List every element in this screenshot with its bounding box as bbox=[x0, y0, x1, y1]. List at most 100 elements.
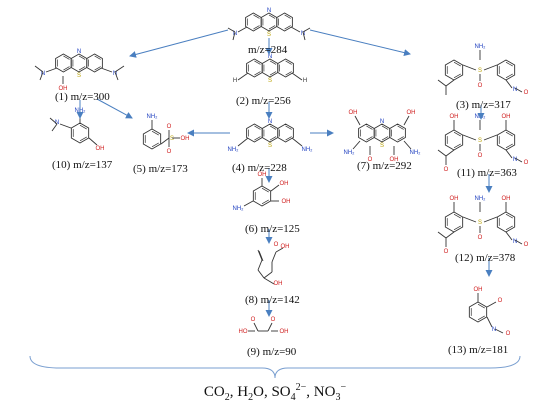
separator-3: , bbox=[306, 384, 314, 400]
structure-compound-13-substituent-bond-1 bbox=[486, 301, 497, 308]
structure-compound-1-nitrogen-atom: N bbox=[77, 49, 81, 55]
structure-compound-7-ring-left-double-bond bbox=[366, 125, 373, 130]
structure-compound-1-substituent-bond-4 bbox=[114, 65, 125, 73]
structure-compound-12-sulfoxide-oxygen: O bbox=[478, 235, 483, 241]
structure-compound-8-chain-bond-1 bbox=[257, 259, 263, 271]
structure-compound-12-ring-left-double-bond bbox=[453, 213, 461, 219]
structure-compound-5-substituent-atom-2: OH bbox=[181, 136, 190, 142]
structure-compound-3-ring-right-double-bond bbox=[505, 73, 513, 79]
structure-compound-13-ring-double-bond bbox=[477, 315, 485, 321]
structure-compound-3-substituent-bond-1 bbox=[437, 79, 447, 87]
structure-compound-1-ring-right bbox=[86, 53, 103, 73]
structure-compound-3-ring-left-double-bond bbox=[453, 61, 461, 67]
structure-compound-2-ring-left bbox=[246, 58, 263, 78]
structure-methylene-blue-substituent-bond-0 bbox=[237, 26, 248, 33]
structure-compound-5-substituent-atom-3: O bbox=[167, 149, 172, 155]
structure-methylene-blue-ring-left-double-bond bbox=[253, 25, 260, 30]
structure-compound-7-ring-right-double-bond bbox=[397, 125, 404, 130]
structure-compound-3-substituent-atom-5: O bbox=[524, 90, 529, 96]
structure-compound-9-hydroxyl-left: HO bbox=[239, 329, 248, 335]
no3-subscript: 3 bbox=[335, 392, 341, 403]
structure-compound-8-chain-bond-2 bbox=[257, 269, 265, 279]
structure-compound-8-carboxyl-bond bbox=[275, 247, 284, 253]
structure-compound-12-substituent-atom-6: N bbox=[513, 239, 517, 245]
structure-compound-11-substituent-atom-5: NH₂ bbox=[475, 114, 487, 120]
label-compound-1: (1) m/z=300 bbox=[55, 91, 110, 103]
structure-compound-1-ring-middle bbox=[70, 53, 88, 73]
structure-compound-11-substituent-atom-3: OH bbox=[450, 114, 459, 120]
structure-compound-12-substituent-bond-7 bbox=[514, 239, 523, 245]
structure-compound-3-substituent-bond-5 bbox=[514, 87, 523, 93]
structure-methylene-blue-substituent-bond-5 bbox=[302, 31, 306, 41]
structure-compound-10-ring-double-bond bbox=[79, 124, 87, 130]
structure-compound-12-ring-right bbox=[496, 211, 516, 233]
structure-methylene-blue-ring-right bbox=[276, 12, 293, 32]
structure-compound-5-ring-double-bond bbox=[151, 130, 159, 136]
structure-compound-3-bridge-right bbox=[483, 64, 498, 71]
structure-methylene-blue-sulfur-atom: S bbox=[267, 32, 271, 38]
structure-compound-4-sulfur-atom: S bbox=[268, 143, 272, 149]
structure-compound-11-sulfoxide-oxygen: O bbox=[478, 153, 483, 159]
structure-compound-10-substituent-bond-0 bbox=[59, 123, 72, 129]
so4-charge: 2− bbox=[295, 382, 307, 393]
structure-compound-7-substituent-atom-1: OH bbox=[407, 110, 416, 116]
structure-compound-4-ring-right-double-bond bbox=[285, 125, 292, 130]
structure-compound-12-substituent-bond-0 bbox=[445, 231, 455, 239]
structure-compound-6-substituent-atom-2: OH bbox=[282, 199, 291, 205]
structure-compound-11-substituent-bond-6 bbox=[505, 149, 513, 159]
structure-compound-11-ring-right-double-bond bbox=[505, 143, 513, 149]
structure-compound-7-ring-middle-double-bond bbox=[381, 136, 389, 141]
so4-text: SO bbox=[271, 384, 291, 400]
label-compound-7: (7) m/z=292 bbox=[357, 160, 412, 172]
structure-compound-7-substituent-bond-3 bbox=[403, 140, 412, 150]
structure-compound-12-ring-left bbox=[444, 211, 464, 233]
structure-compound-5-substituent-bond-1 bbox=[160, 137, 170, 145]
structure-compound-11-ring-left bbox=[444, 129, 464, 151]
structure-methylene-blue-substituent-bond-1 bbox=[290, 26, 301, 33]
structure-compound-1-ring-right-double-bond bbox=[94, 66, 101, 71]
structure-compound-6-substituent-atom-0: NH₂ bbox=[233, 206, 245, 212]
structure-methylene-blue-ring-middle bbox=[260, 12, 278, 32]
structure-compound-4-ring-right-double-bond bbox=[285, 136, 292, 141]
structure-compound-6-ring bbox=[252, 185, 272, 207]
structure-compound-4-ring-left-double-bond bbox=[254, 125, 261, 130]
structure-methylene-blue-ring-left-double-bond bbox=[253, 14, 260, 19]
structure-compound-8-chain-bond-5 bbox=[271, 251, 277, 263]
structure-compound-12-substituent-atom-5: NH₂ bbox=[475, 196, 487, 202]
structure-compound-1-ring-middle-double-bond bbox=[78, 66, 86, 71]
structure-compound-9-oxygen-right: O bbox=[271, 317, 276, 323]
structure-methylene-blue-substituent-bond-4 bbox=[302, 27, 311, 33]
arrow-mb-to-1 bbox=[129, 29, 229, 58]
structure-compound-13-ring bbox=[468, 301, 488, 323]
structure-compound-3-sulfoxide-oxygen: O bbox=[478, 83, 483, 89]
h2o-subscript: 2 bbox=[248, 392, 254, 403]
structure-compound-4-substituent-atom-0: NH₂ bbox=[228, 147, 240, 153]
structure-compound-2-sulfur-atom: S bbox=[268, 78, 272, 84]
structure-compound-12-substituent-bond-6 bbox=[505, 231, 513, 241]
structure-compound-12-ring-left-double-bond bbox=[453, 225, 461, 231]
structure-compound-10-substituent-bond-2 bbox=[51, 123, 58, 132]
label-compound-13: (13) m/z=181 bbox=[448, 344, 509, 356]
structure-compound-1-ring-left-double-bond bbox=[63, 66, 70, 71]
h2o-h-text: H bbox=[237, 384, 249, 400]
structure-compound-12-substituent-atom-4: OH bbox=[502, 196, 511, 202]
structure-compound-7-substituent-atom-4: O bbox=[368, 157, 373, 163]
label-compound-10: (10) m/z=137 bbox=[52, 159, 113, 171]
structure-compound-1-substituent-bond-5 bbox=[114, 71, 119, 81]
structure-compound-4-ring-right bbox=[277, 123, 294, 143]
structure-compound-12-substituent-bond-1 bbox=[437, 231, 447, 239]
structure-compound-13-substituent-atom-2: N bbox=[492, 327, 496, 333]
structure-compound-11-ring-left-double-bond bbox=[453, 143, 461, 149]
structure-compound-11-substituent-atom-2: O bbox=[444, 167, 449, 173]
structure-compound-12-ring-right-double-bond bbox=[505, 225, 513, 231]
structure-compound-2-substituent-bond-0 bbox=[237, 72, 249, 81]
structure-compound-3-ring-right-double-bond bbox=[505, 61, 513, 67]
structure-compound-7-ring-left bbox=[358, 123, 375, 143]
structure-compound-11-substituent-atom-4: OH bbox=[502, 114, 511, 120]
structure-methylene-blue-ring-left bbox=[245, 12, 262, 32]
structure-compound-7-substituent-atom-5: OH bbox=[390, 157, 399, 163]
co2-text: CO bbox=[203, 384, 225, 400]
